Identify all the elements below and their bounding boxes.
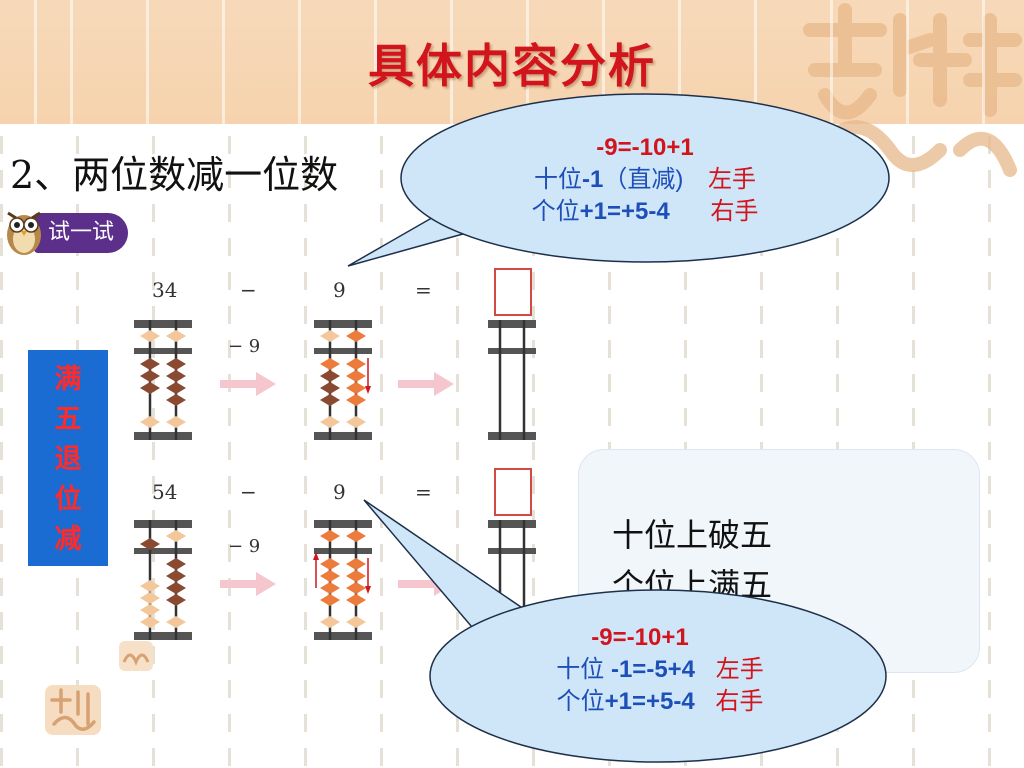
side-label-char: 位 xyxy=(54,484,82,515)
left-hand-label: 左手 xyxy=(708,166,756,193)
bubble-bottom-line1: -9=-10+1 xyxy=(591,624,689,651)
section-subtitle: 2、两位数减一位数 xyxy=(10,153,339,197)
right-hand-label: 右手 xyxy=(715,688,764,715)
problem-2-step-label: − 9 xyxy=(228,536,261,557)
problem-2-minus-sign: − xyxy=(240,480,257,504)
bubble-top-line3: 个位+1=+5-4 右手 xyxy=(531,198,759,225)
try-it-label: 试一试 xyxy=(34,213,128,253)
side-label-char: 退 xyxy=(54,444,82,475)
problem-1-equals-sign: = xyxy=(415,278,432,302)
owl-icon xyxy=(7,211,41,255)
auspicious-stamp-icon xyxy=(119,641,153,671)
bubble-top-line2: 十位-1（直减) 左手 xyxy=(533,166,756,193)
problem-2-minuend: 54 xyxy=(152,480,178,504)
problem-1-subtrahend: 9 xyxy=(333,278,346,302)
problem-1-minus-sign: − xyxy=(240,278,257,302)
bubble-bottom-line3: 个位+1=+5-4 右手 xyxy=(556,688,764,715)
problem-2-subtrahend: 9 xyxy=(333,480,346,504)
note-tens-break-five: 十位上破五 xyxy=(612,516,773,554)
bubble-top-line1: -9=-10+1 xyxy=(596,134,694,161)
problem-2-answer-box[interactable] xyxy=(494,468,532,516)
abacus-1-middle xyxy=(314,320,372,440)
header-band xyxy=(0,0,1024,177)
abacus-2-start xyxy=(134,520,192,640)
left-hand-label: 左手 xyxy=(715,656,764,683)
pink-arrow-icon xyxy=(220,572,276,596)
abacus-1-answer xyxy=(488,320,536,440)
problem-1-answer-box[interactable] xyxy=(494,268,532,316)
side-label-char: 满 xyxy=(54,364,82,395)
bubble-bottom-text: -9=-10+1 十位 -1=-5+4 左手 个位+1=+5-4 右手 xyxy=(460,622,860,718)
problem-1-step-label: − 9 xyxy=(228,336,261,357)
side-label-char: 减 xyxy=(54,524,82,555)
abacus-1-start xyxy=(134,320,192,440)
bubble-top-text: -9=-10+1 十位-1（直减) 左手 个位+1=+5-4 右手 xyxy=(445,132,845,228)
pink-arrow-icon xyxy=(220,372,276,396)
side-label-full-five-borrow-subtract: 满 五 退 位 减 xyxy=(28,350,108,566)
problem-1-minuend: 34 xyxy=(152,278,178,302)
try-it-badge: 试一试 xyxy=(4,205,128,257)
right-hand-label: 右手 xyxy=(710,198,759,225)
abacus-2-middle xyxy=(313,520,372,640)
pink-arrow-icon xyxy=(398,372,454,396)
auspicious-stamp-icon xyxy=(45,685,101,735)
problem-2-equals-sign: = xyxy=(415,480,432,504)
bubble-bottom-line2: 十位 -1=-5+4 左手 xyxy=(556,656,764,683)
side-label-char: 五 xyxy=(54,404,82,435)
slide-title: 具体内容分析 xyxy=(368,39,656,93)
